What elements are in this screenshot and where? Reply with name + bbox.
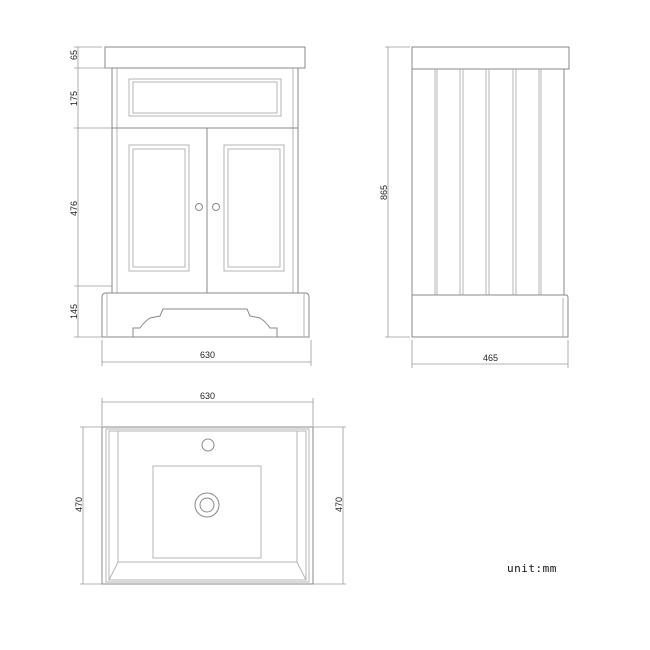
- plinth-cutout: [132, 308, 278, 337]
- plinth: [101, 292, 310, 338]
- knob-left: [195, 203, 203, 211]
- side-plinth: [411, 294, 569, 338]
- front-view: 65 175 476 145 630: [69, 46, 312, 366]
- right-door-panel: [223, 144, 285, 272]
- basin-bowl: [152, 465, 262, 559]
- drawer-panel: [128, 78, 282, 117]
- side-countertop: [411, 46, 570, 70]
- dim-front-width: 630: [200, 350, 215, 360]
- dim-top-height: 65: [69, 50, 79, 60]
- side-view: 865 465: [379, 46, 570, 368]
- cabinet-body: [111, 67, 299, 294]
- dim-side-depth: 465: [483, 353, 498, 363]
- tap-hole: [201, 438, 215, 452]
- drain-inner: [199, 497, 215, 513]
- dim-top-width: 630: [200, 391, 215, 401]
- dim-top-depth-left: 470: [74, 497, 84, 512]
- dim-side-height: 865: [379, 185, 389, 200]
- unit-label: unit:mm: [507, 562, 557, 575]
- countertop: [104, 46, 306, 69]
- knob-right: [212, 203, 220, 211]
- dim-top-depth-right: 470: [334, 497, 344, 512]
- dim-drawer-height: 175: [69, 91, 79, 106]
- dim-doors-height: 476: [69, 201, 79, 216]
- left-door-panel: [128, 144, 190, 272]
- top-view: 630 470 470: [74, 391, 346, 585]
- drain-outer: [194, 492, 220, 518]
- basin-outline: [101, 426, 314, 585]
- dim-plinth-height: 145: [69, 304, 79, 319]
